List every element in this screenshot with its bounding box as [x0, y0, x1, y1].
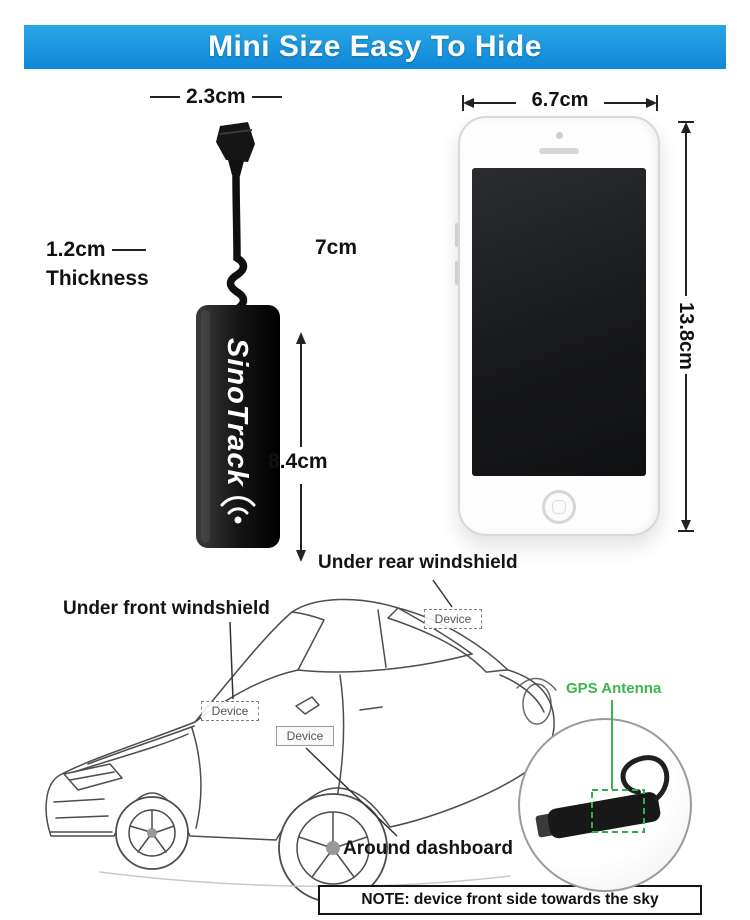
car-far-wheel-arch — [516, 677, 557, 691]
tracker-body — [196, 305, 280, 548]
car-grille-lines — [50, 798, 113, 833]
phone — [455, 116, 660, 536]
dimension-line — [111, 249, 146, 251]
car-front-wheel — [115, 796, 189, 870]
car-far-a-pillar — [291, 611, 325, 671]
tracker-width-dimension: 2.3cm — [150, 85, 282, 109]
phone-height-dimension: 13.8cm — [675, 302, 697, 370]
note-text: NOTE: device front side towards the sky — [361, 891, 659, 908]
phone-home-button — [542, 490, 576, 524]
tracker-brand: SinoTrack — [221, 338, 253, 488]
phone-volume-button — [455, 223, 458, 247]
phone-camera-dot — [556, 132, 563, 139]
car-belt-line — [297, 653, 473, 673]
rear-windshield-label: Under rear windshield — [318, 552, 518, 573]
antenna-head — [216, 122, 255, 162]
car-far-wheel — [522, 683, 552, 725]
phone-speaker — [539, 148, 579, 154]
dashboard-label: Around dashboard — [343, 838, 513, 859]
tracker-body-length: 8.4cm — [268, 450, 328, 473]
tracker-body-highlight — [201, 310, 210, 543]
antenna-photo — [535, 755, 670, 839]
car-door-handle — [359, 706, 383, 711]
tracker-thickness-value: 1.2cm — [46, 238, 106, 261]
wifi-icon — [220, 496, 256, 524]
dimension-line — [251, 96, 282, 98]
gps-tracker-illustration: SinoTrack — [196, 122, 280, 548]
car-body-outline — [45, 598, 555, 841]
tracker-photo-body — [547, 792, 661, 839]
antenna-cable — [226, 170, 248, 316]
device-tag-front: Device — [201, 701, 259, 721]
car-fender-line — [191, 727, 202, 829]
front-windshield-label: Under front windshield — [63, 598, 270, 619]
note-box: NOTE: device front side towards the sky — [318, 885, 702, 915]
car-door-seam — [327, 674, 345, 833]
banner: Mini Size Easy To Hide — [24, 25, 726, 69]
antenna-head-ridge — [219, 129, 253, 135]
car-hood-lines — [73, 725, 195, 773]
phone-volume-button — [455, 261, 458, 285]
phone-width-dimension: 6.7cm — [531, 89, 589, 111]
car-headlight — [63, 763, 123, 791]
antenna-inset-circle — [518, 718, 692, 892]
dimension-line — [150, 96, 180, 98]
device-tag-dashboard: Device — [276, 726, 334, 746]
device-tag-rear: Device — [424, 609, 482, 629]
car-trunk-line — [499, 674, 545, 713]
car-b-pillar — [377, 609, 387, 668]
antenna-highlight-box — [591, 789, 645, 833]
phone-screen — [472, 168, 646, 476]
tracker-photo-cable — [620, 755, 670, 802]
tracker-thickness-dimension: 1.2cm — [46, 238, 146, 262]
tracker-thickness-label: Thickness — [46, 267, 149, 290]
antenna-neck — [228, 160, 244, 176]
gps-antenna-label: GPS Antenna — [566, 680, 662, 697]
tracker-cable-length: 7cm — [315, 236, 358, 259]
banner-title: Mini Size Easy To Hide — [208, 30, 542, 63]
car-mirror — [295, 696, 320, 715]
tracker-width-value: 2.3cm — [186, 85, 246, 108]
